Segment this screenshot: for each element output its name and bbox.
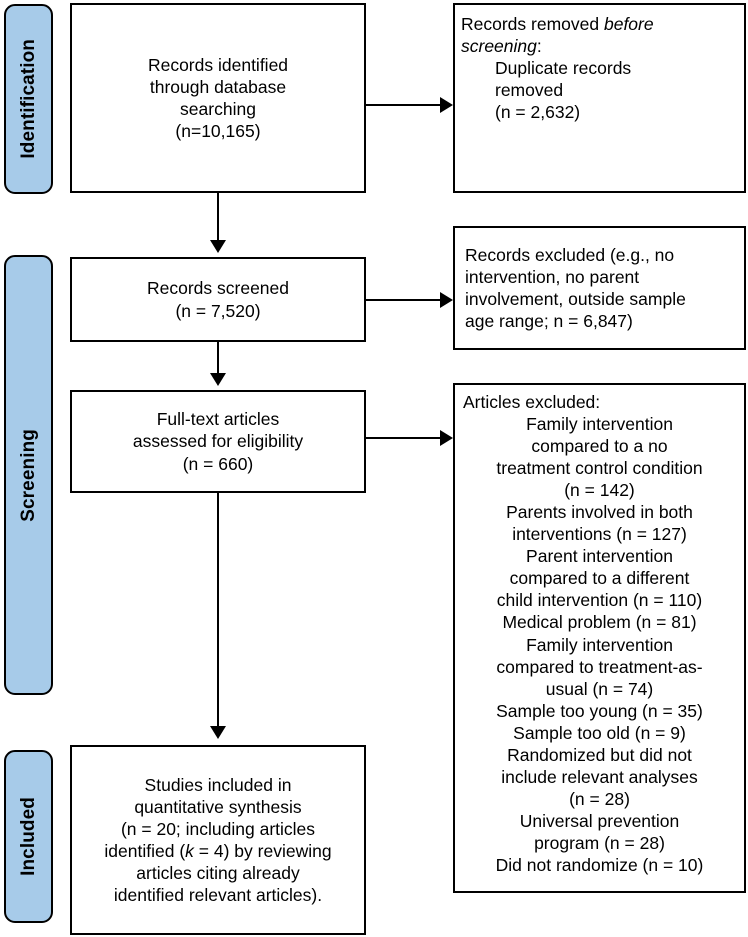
articles-excluded-reason-line: Sample too old (n = 9) <box>513 722 686 743</box>
phase-identification-label: Identification <box>17 39 39 159</box>
articles-excluded-reason-line: Universal prevention <box>519 810 680 831</box>
articles-excluded-reason-line: compared to treatment-as- <box>496 656 703 677</box>
arrowhead-screened-to-excluded <box>440 292 453 308</box>
studies-included-line-1: Studies included in <box>144 774 292 795</box>
articles-excluded-reason-line: treatment control condition <box>496 458 703 479</box>
records-identified-line-2: through database <box>149 76 287 97</box>
phase-included-label: Included <box>17 797 39 876</box>
connector-fulltext-to-included <box>217 493 219 727</box>
articles-excluded-reason-line: (n = 142) <box>564 480 635 501</box>
connector-fulltext-to-articles-excluded <box>366 437 441 439</box>
records-identified-count: (n=10,165) <box>175 121 261 142</box>
records-screened-line-1: Records screened <box>146 278 290 299</box>
articles-excluded-reason-line: usual (n = 74) <box>545 678 654 699</box>
box-records-identified-text: Records identified through database sear… <box>72 54 364 142</box>
records-removed-line-4: removed <box>495 80 564 101</box>
arrowhead-fulltext-to-included <box>210 726 226 739</box>
box-fulltext-assessed-text: Full-text articles assessed for eligibil… <box>72 408 364 474</box>
records-excluded-line-4: age range; n = 6,847) <box>465 311 633 332</box>
articles-excluded-reason-line: compared to a different <box>509 568 690 589</box>
articles-excluded-heading: Articles excluded: <box>463 392 601 412</box>
articles-excluded-reason-line: Family intervention <box>526 634 673 655</box>
box-records-screened: Records screened (n = 7,520) <box>70 257 366 342</box>
records-removed-line-3: Duplicate records <box>495 58 632 79</box>
records-removed-line-2: screening: <box>461 36 542 57</box>
box-fulltext-assessed: Full-text articles assessed for eligibil… <box>70 390 366 493</box>
box-studies-included: Studies included in quantitative synthes… <box>70 745 366 935</box>
connector-screened-to-excluded <box>366 299 441 301</box>
records-excluded-line-2: intervention, no parent <box>465 266 640 287</box>
articles-excluded-reason-line: Sample too young (n = 35) <box>496 700 703 721</box>
records-identified-line-1: Records identified <box>147 54 289 75</box>
box-records-removed-text: Records removed before screening: Duplic… <box>455 5 744 123</box>
articles-excluded-reason-line: compared to a no <box>531 436 668 457</box>
fulltext-assessed-line-2: assessed for eligibility <box>132 431 304 452</box>
articles-excluded-reason-line: Family intervention <box>526 414 673 435</box>
records-screened-count: (n = 7,520) <box>175 300 261 321</box>
connector-screened-to-fulltext <box>217 342 219 374</box>
articles-excluded-reason-line: (n = 28) <box>569 788 630 809</box>
records-identified-line-3: searching <box>180 99 256 119</box>
box-records-excluded: Records excluded (e.g., no intervention,… <box>453 226 746 350</box>
studies-included-line-5: articles citing already <box>136 863 300 884</box>
box-records-removed-before-screening: Records removed before screening: Duplic… <box>453 3 746 193</box>
records-removed-count: (n = 2,632) <box>495 102 581 123</box>
records-excluded-line-3: involvement, outside sample <box>465 289 686 309</box>
records-excluded-line-1: Records excluded (e.g., no <box>465 244 675 265</box>
box-records-excluded-text: Records excluded (e.g., no intervention,… <box>455 244 744 332</box>
articles-excluded-reason-line: Parent intervention <box>526 546 673 567</box>
box-records-screened-text: Records screened (n = 7,520) <box>72 277 364 321</box>
box-studies-included-text: Studies included in quantitative synthes… <box>72 774 364 906</box>
fulltext-assessed-count: (n = 660) <box>182 453 254 474</box>
phase-screening-label: Screening <box>17 428 39 522</box>
studies-included-line-4: identified (k = 4) by reviewing <box>104 841 332 861</box>
articles-excluded-reason-line: child intervention (n = 110) <box>496 590 703 611</box>
articles-excluded-reason-line: Randomized but did not <box>507 744 692 765</box>
studies-included-count: (n = 20; including articles <box>120 818 316 839</box>
articles-excluded-reason-line: interventions (n = 127) <box>512 524 687 545</box>
articles-excluded-reason-line: Parents involved in both <box>506 502 693 523</box>
articles-excluded-reason-line: Did not randomize (n = 10) <box>495 854 704 875</box>
articles-excluded-reason-line: program (n = 28) <box>534 832 665 853</box>
phase-identification: Identification <box>4 4 53 194</box>
phase-screening: Screening <box>4 255 53 695</box>
records-removed-line-1: Records removed before <box>461 14 654 34</box>
fulltext-assessed-line-1: Full-text articles <box>156 409 280 430</box>
arrowhead-screened-to-fulltext <box>210 373 226 386</box>
phase-included: Included <box>4 750 53 923</box>
studies-included-line-2: quantitative synthesis <box>134 796 302 817</box>
arrowhead-fulltext-to-articles-excluded <box>440 430 453 446</box>
arrowhead-identified-to-screened <box>210 240 226 253</box>
articles-excluded-reason-line: include relevant analyses <box>501 766 698 787</box>
articles-excluded-reason-line: Medical problem (n = 81) <box>502 612 697 633</box>
studies-included-line-6: identified relevant articles). <box>113 885 323 906</box>
connector-identified-to-removed <box>366 104 441 106</box>
arrowhead-identified-to-removed <box>440 97 453 113</box>
box-records-identified: Records identified through database sear… <box>70 3 366 193</box>
connector-identified-to-screened <box>217 193 219 241</box>
